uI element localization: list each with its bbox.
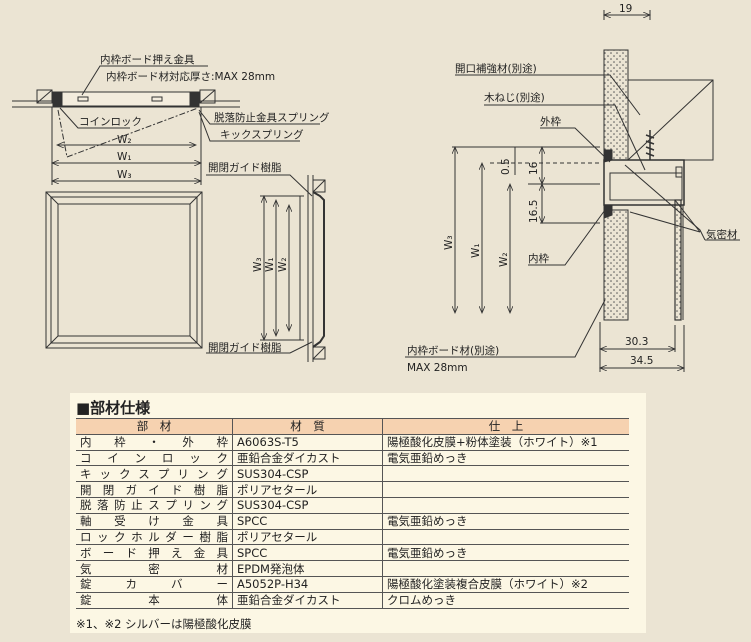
cell-material: A6063S-T5: [232, 433, 383, 451]
cell-part: キックスプリング: [76, 465, 233, 483]
label-guide-top: 開閉ガイド樹脂: [208, 161, 282, 174]
cell-part: 気密材: [76, 560, 233, 577]
dim-34-5: 34.5: [630, 355, 653, 367]
table-row: 錠本体亜鉛合金ダイカストクロムめっき: [76, 591, 629, 609]
section-view: [405, 10, 740, 372]
footnote: ※1、※2 シルバーは陽極酸化皮膜: [76, 617, 252, 631]
label-inner-board: 内枠ボード材(別途): [407, 344, 499, 357]
label-wood-screw: 木ねじ(別途): [484, 91, 545, 104]
cell-part: 脱落防止スプリング: [76, 496, 233, 514]
dim-w2: W₂: [117, 134, 132, 146]
cell-material: SPCC: [232, 544, 383, 562]
front-view: [45, 191, 203, 349]
table-row: コインロック亜鉛合金ダイカスト電気亜鉛めっき: [76, 449, 629, 467]
cell-finish: クロムめっき: [382, 591, 629, 609]
cell-material: EPDM発泡体: [232, 560, 383, 577]
cell-finish: 電気亜鉛めっき: [382, 512, 629, 530]
elev-dim-w3: W₃: [252, 257, 264, 272]
dim-30-3: 30.3: [625, 336, 648, 348]
side-elevation: [206, 174, 326, 362]
table-row: 開閉ガイド樹脂ポリアセタール: [76, 481, 629, 498]
dim-w3: W₃: [117, 169, 132, 181]
label-guide-bottom: 開閉ガイド樹脂: [208, 341, 282, 354]
sec-dim-w1: W₁: [470, 243, 482, 258]
cell-finish: [382, 496, 629, 514]
plan-view: [12, 65, 320, 185]
label-max: MAX 28mm: [407, 362, 468, 374]
cell-part: 錠カバー: [76, 575, 233, 593]
label-board-thickness: 内枠ボード材対応厚さ:MAX 28mm: [106, 70, 275, 83]
label-airtight: 気密材: [706, 228, 738, 241]
cell-part: ロックホルダー樹脂: [76, 528, 233, 546]
dim-16-5: 16.5: [528, 200, 540, 223]
cell-finish: [382, 465, 629, 483]
label-drop-spring: 脱落防止金具スプリング: [214, 111, 330, 124]
header-material: 材 質: [232, 418, 383, 435]
cell-material: A5052P-H34: [232, 575, 383, 593]
cell-material: SPCC: [232, 512, 383, 530]
header-part: 部 材: [76, 418, 233, 435]
cell-finish: [382, 528, 629, 546]
header-finish: 仕 上: [382, 418, 629, 435]
cell-finish: 陽極酸化皮膜+粉体塗装（ホワイト）※1: [382, 433, 629, 451]
cell-finish: 電気亜鉛めっき: [382, 449, 629, 467]
sec-dim-w3: W₃: [443, 235, 455, 250]
label-coin-lock: コインロック: [79, 116, 142, 128]
elev-dim-w2: W₂: [277, 257, 289, 272]
dim-0-5: 0.5: [500, 158, 512, 175]
cell-material: 亜鉛合金ダイカスト: [232, 591, 383, 609]
table-header-row: 部 材 材 質 仕 上: [76, 418, 629, 435]
cell-finish: 陽極酸化塗装複合皮膜（ホワイト）※2: [382, 575, 629, 593]
cell-finish: [382, 560, 629, 577]
cell-part: ボード押え金具: [76, 544, 233, 562]
cell-part: 開閉ガイド樹脂: [76, 481, 233, 498]
technical-drawing: 内枠ボード押え金具 内枠ボード材対応厚さ:MAX 28mm コインロック 脱落防…: [12, 3, 740, 374]
table-row: ロックホルダー樹脂ポリアセタール: [76, 528, 629, 546]
label-reinforcement: 開口補強材(別途): [455, 62, 537, 75]
cell-part: 内枠・外枠: [76, 433, 233, 451]
cell-finish: 電気亜鉛めっき: [382, 544, 629, 562]
label-kick-spring: キックスプリング: [220, 128, 304, 141]
cell-material: ポリアセタール: [232, 528, 383, 546]
dim-19: 19: [619, 3, 632, 15]
spec-title: ■部材仕様: [76, 399, 151, 417]
cell-part: コインロック: [76, 449, 233, 467]
label-board-holder: 内枠ボード押え金具: [100, 53, 195, 66]
label-outer-frame: 外枠: [540, 115, 561, 128]
cell-part: 錠本体: [76, 591, 233, 609]
label-inner-frame: 内枠: [528, 252, 549, 265]
dim-w1: W₁: [117, 151, 132, 163]
cell-material: SUS304-CSP: [232, 496, 383, 514]
cell-material: 亜鉛合金ダイカスト: [232, 449, 383, 467]
sec-dim-w2: W₂: [498, 252, 510, 267]
cell-finish: [382, 481, 629, 498]
dim-16: 16: [528, 161, 540, 175]
cell-material: ポリアセタール: [232, 481, 383, 498]
cell-material: SUS304-CSP: [232, 465, 383, 483]
cell-part: 軸受け金具: [76, 512, 233, 530]
elev-dim-w1: W₁: [264, 257, 276, 272]
